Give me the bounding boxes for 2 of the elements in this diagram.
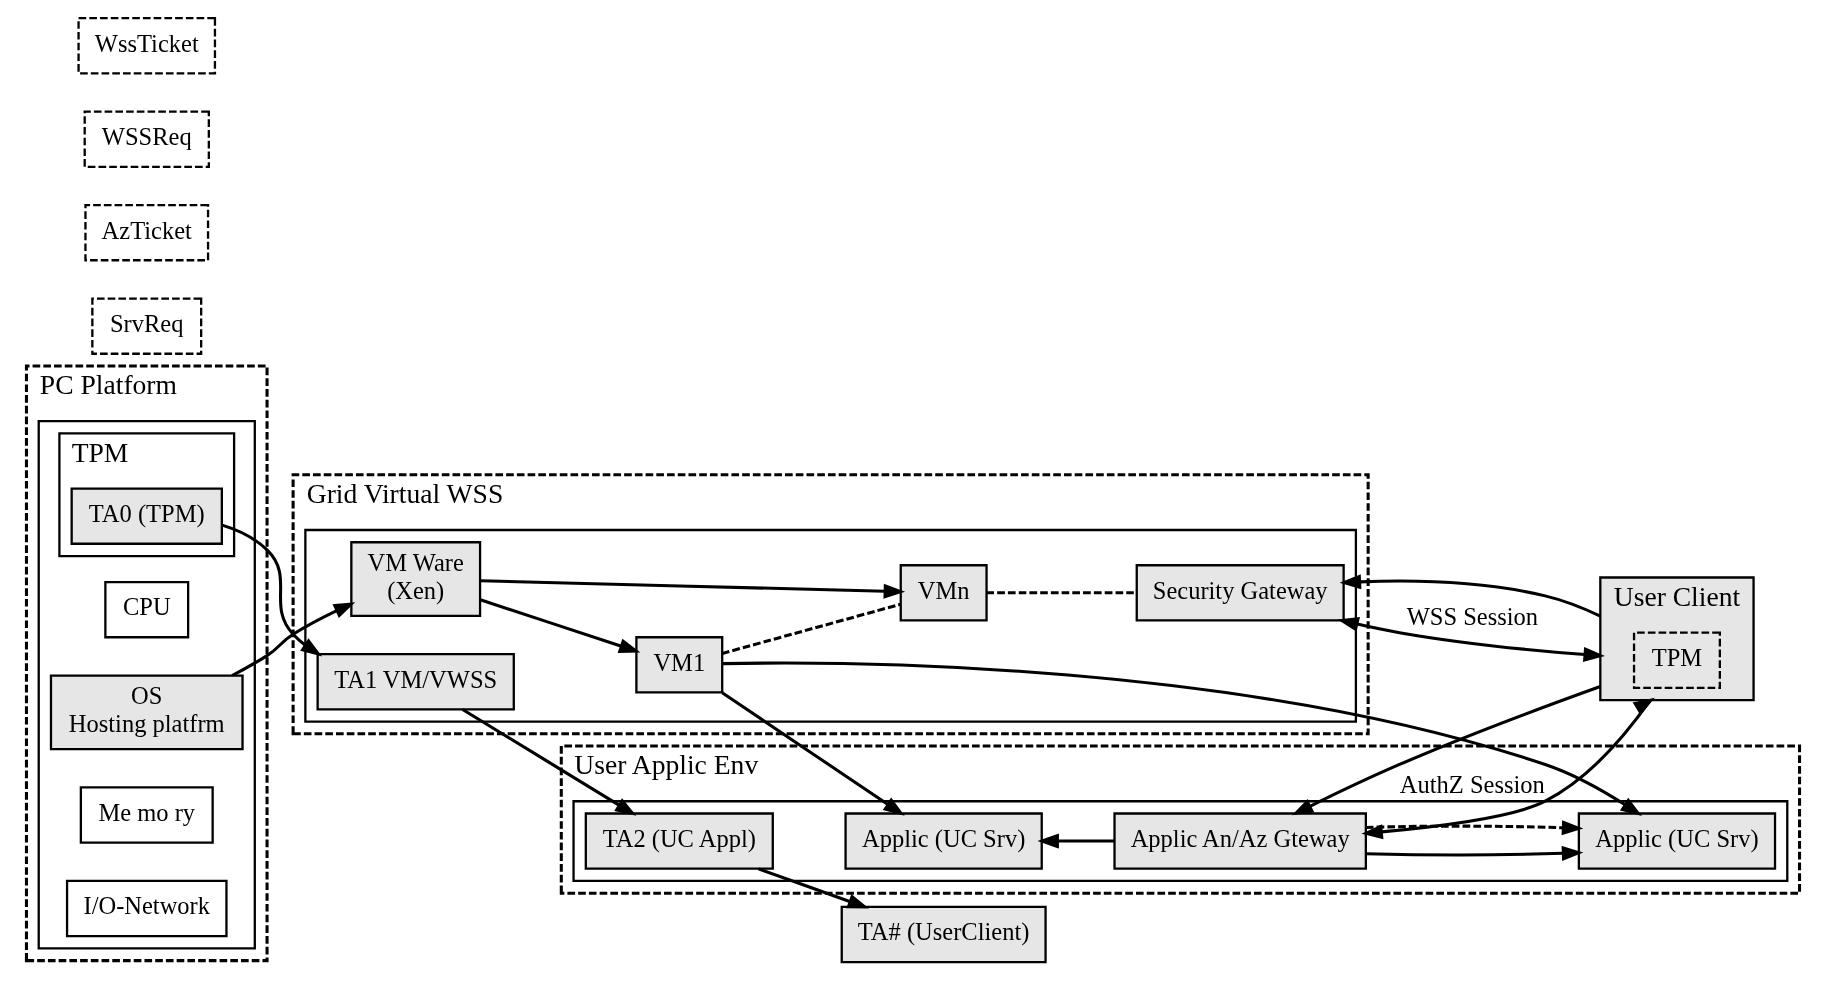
edge-label: AuthZ Session — [1399, 770, 1545, 798]
edge-label: WSS Session — [1406, 602, 1539, 630]
